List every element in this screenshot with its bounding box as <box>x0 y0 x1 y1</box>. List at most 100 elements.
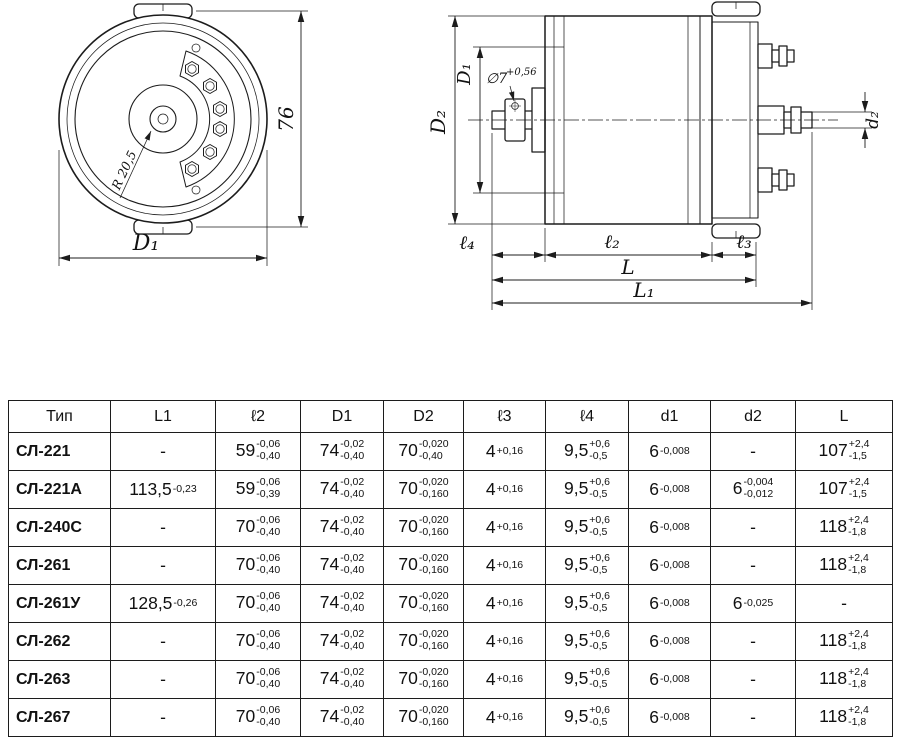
value-cell: 4+0,16 <box>463 470 546 509</box>
value-cell: 6-0,008 <box>628 660 711 699</box>
hole-tolerance: +0,56 <box>506 67 537 78</box>
type-cell: СЛ-221 <box>8 432 111 471</box>
value-cell: 118+2,4-1,8 <box>795 660 893 699</box>
value-cell: 70-0,020-0,40 <box>383 432 464 471</box>
column-header: ℓ4 <box>545 400 629 433</box>
value-cell: 6-0,008 <box>628 622 711 661</box>
terminal-stud-upper <box>757 43 795 69</box>
value-cell: 9,5+0,6-0,5 <box>545 432 629 471</box>
value-cell: 70-0,06-0,40 <box>215 622 301 661</box>
value-cell: 74-0,02-0,40 <box>300 584 384 623</box>
dim-label-pilot-diameter: D₁ <box>454 63 475 86</box>
value-cell: 70-0,020-0,160 <box>383 622 464 661</box>
value-cell: - <box>110 622 216 661</box>
column-header: D2 <box>383 400 464 433</box>
value-cell: - <box>710 508 796 547</box>
value-cell: 9,5+0,6-0,5 <box>545 584 629 623</box>
value-cell: 6-0,008 <box>628 584 711 623</box>
value-cell: 70-0,06-0,40 <box>215 660 301 699</box>
value-cell: 4+0,16 <box>463 508 546 547</box>
hex-bolt-icon <box>213 121 227 137</box>
value-cell: - <box>110 546 216 585</box>
value-cell: - <box>110 698 216 737</box>
value-cell: 74-0,02-0,40 <box>300 660 384 699</box>
value-cell: 6-0,008 <box>628 698 711 737</box>
value-cell: 118+2,4-1,8 <box>795 546 893 585</box>
terminal-stud-lower <box>757 167 795 193</box>
value-cell: 70-0,06-0,40 <box>215 584 301 623</box>
value-cell: 4+0,16 <box>463 546 546 585</box>
value-cell: 107+2,4-1,5 <box>795 470 893 509</box>
dim-label-terminal-diameter: d₂ <box>863 111 883 129</box>
value-cell: 9,5+0,6-0,5 <box>545 508 629 547</box>
value-cell: 70-0,06-0,40 <box>215 698 301 737</box>
value-cell: 6-0,008 <box>628 508 711 547</box>
value-cell: 6-0,025 <box>710 584 796 623</box>
column-header: D1 <box>300 400 384 433</box>
type-cell: СЛ-261У <box>8 584 111 623</box>
value-cell: 9,5+0,6-0,5 <box>545 546 629 585</box>
dim-label-outer-diameter: D₂ <box>426 110 450 135</box>
dim-label-height: 76 <box>274 106 298 132</box>
value-cell: 70-0,020-0,160 <box>383 584 464 623</box>
value-cell: 6-0,004-0,012 <box>710 470 796 509</box>
value-cell: 59-0,06-0,39 <box>215 470 301 509</box>
column-header: ℓ2 <box>215 400 301 433</box>
value-cell: 6-0,008 <box>628 546 711 585</box>
column-header: d1 <box>628 400 711 433</box>
type-cell: СЛ-263 <box>8 660 111 699</box>
dim-label-l3: ℓ₃ <box>736 231 752 253</box>
hex-bolt-icon <box>185 61 199 77</box>
value-cell: 6-0,008 <box>628 432 711 471</box>
value-cell: 70-0,020-0,160 <box>383 546 464 585</box>
value-cell: 59-0,06-0,40 <box>215 432 301 471</box>
type-cell: СЛ-261 <box>8 546 111 585</box>
value-cell: 9,5+0,6-0,5 <box>545 660 629 699</box>
side-view: ∅7 +0,56 D₂ D₁ d₂ ℓ₄ ℓ₂ ℓ₃ L <box>426 1 883 310</box>
value-cell: - <box>710 622 796 661</box>
hex-bolt-icon <box>203 78 217 94</box>
value-cell: 4+0,16 <box>463 698 546 737</box>
hub-circle <box>128 84 198 154</box>
dim-label-l4: ℓ₄ <box>459 232 475 254</box>
value-cell: - <box>110 508 216 547</box>
column-header: Тип <box>8 400 111 433</box>
dim-label-length: L <box>620 255 634 279</box>
hole-note: ∅7 <box>486 71 507 87</box>
value-cell: 4+0,16 <box>463 622 546 661</box>
value-cell: - <box>795 584 893 623</box>
value-cell: - <box>710 546 796 585</box>
value-cell: 107+2,4-1,5 <box>795 432 893 471</box>
hex-bolt-icon <box>213 101 227 117</box>
value-cell: 9,5+0,6-0,5 <box>545 470 629 509</box>
dim-label-length1: L₁ <box>632 278 654 302</box>
motor-outer-rim <box>58 14 268 224</box>
value-cell: - <box>110 432 216 471</box>
value-cell: 70-0,020-0,160 <box>383 660 464 699</box>
value-cell: 118+2,4-1,8 <box>795 622 893 661</box>
type-cell: СЛ-267 <box>8 698 111 737</box>
value-cell: 74-0,02-0,40 <box>300 622 384 661</box>
value-cell: 74-0,02-0,40 <box>300 698 384 737</box>
dim-label-l2: ℓ₂ <box>604 231 620 253</box>
technical-drawing: R 20,5 76 D₁ <box>58 1 883 310</box>
value-cell: 74-0,02-0,40 <box>300 470 384 509</box>
hex-bolt-icon <box>185 161 199 177</box>
column-header: L <box>795 400 893 433</box>
value-cell: 4+0,16 <box>463 584 546 623</box>
value-cell: 9,5+0,6-0,5 <box>545 622 629 661</box>
column-header: ℓ3 <box>463 400 546 433</box>
value-cell: 118+2,4-1,8 <box>795 508 893 547</box>
value-cell: 74-0,02-0,40 <box>300 508 384 547</box>
value-cell: 4+0,16 <box>463 432 546 471</box>
value-cell: - <box>710 698 796 737</box>
